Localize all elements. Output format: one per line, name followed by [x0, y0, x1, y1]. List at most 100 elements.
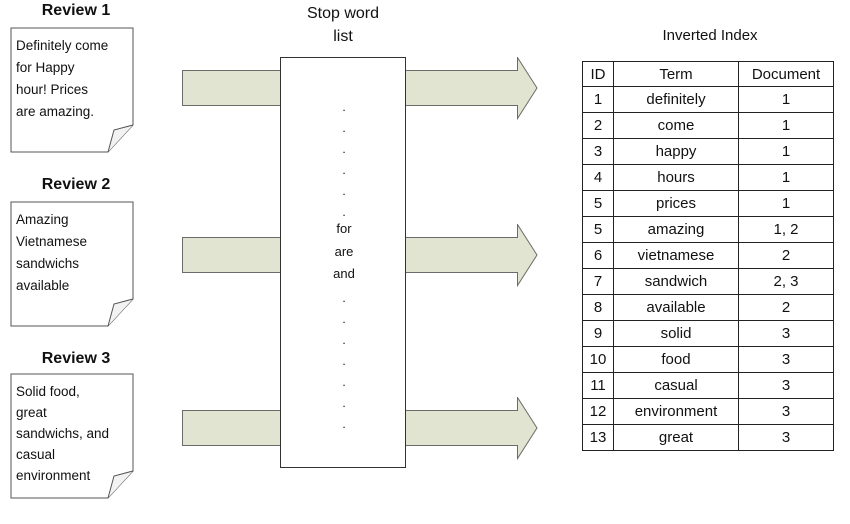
cell-term: hours: [613, 164, 739, 191]
cell-term: happy: [613, 138, 739, 165]
cell-document: 1: [738, 190, 834, 217]
cell-id: 12: [582, 398, 614, 425]
review-1-title: Review 1: [41, 2, 111, 19]
cell-id: 5: [582, 190, 614, 217]
arrow-review-1-right: [404, 57, 538, 121]
cell-id: 8: [582, 294, 614, 321]
cell-document: 1, 2: [738, 216, 834, 243]
cell-document: 1: [738, 138, 834, 165]
cell-term: great: [613, 424, 739, 451]
review-2-line-2: Vietnamese: [16, 234, 88, 249]
header-term: Term: [613, 61, 739, 87]
review-2-line-1: Amazing: [16, 212, 69, 227]
cell-term: available: [613, 294, 739, 321]
review-3-title: Review 3: [41, 350, 111, 367]
stopword-title-line-1: Stop word: [306, 5, 380, 22]
review-2-text: Amazing Vietnamese sandwichs available: [16, 209, 130, 297]
cell-id: 2: [582, 112, 614, 139]
cell-term: sandwich: [613, 268, 739, 295]
cell-id: 3: [582, 138, 614, 165]
cell-term: prices: [613, 190, 739, 217]
arrow-review-3-right: [404, 397, 538, 461]
header-document: Document: [738, 61, 834, 87]
cell-term: food: [613, 346, 739, 373]
cell-term: vietnamese: [613, 242, 739, 269]
review-3-line-4: casual: [16, 447, 56, 462]
cell-document: 3: [738, 398, 834, 425]
review-2-document: Amazing Vietnamese sandwichs available: [10, 201, 134, 343]
stopword-for: for: [336, 221, 352, 236]
ellipsis-dot: .: [342, 100, 346, 114]
review-2-line-4: available: [16, 278, 70, 293]
review-1-line-2: for Happy: [16, 60, 75, 75]
review-3-line-2: great: [16, 405, 47, 420]
cell-id: 5: [582, 216, 614, 243]
header-id: ID: [582, 61, 614, 87]
cell-document: 3: [738, 424, 834, 451]
cell-document: 2: [738, 294, 834, 321]
inverted-index-title: Inverted Index: [662, 27, 758, 44]
ellipsis-dot: .: [342, 121, 346, 135]
arrow-review-2-left: [182, 237, 282, 273]
review-3-page-shape: [10, 373, 134, 499]
review-2-line-3: sandwichs: [16, 256, 80, 271]
arrow-review-1-left: [182, 70, 282, 106]
ellipsis-dot: .: [342, 312, 346, 326]
review-1-page-shape: [10, 27, 134, 153]
cell-term: come: [613, 112, 739, 139]
cell-term: environment: [613, 398, 739, 425]
cell-id: 10: [582, 346, 614, 373]
ellipsis-dot: .: [342, 333, 346, 347]
cell-document: 3: [738, 372, 834, 399]
stopword-title: Stop word list: [280, 2, 406, 48]
ellipsis-dot: .: [342, 291, 346, 305]
ellipsis-dot: .: [342, 396, 346, 410]
ellipsis-dot: .: [342, 184, 346, 198]
table-header-row: ID Term Document: [582, 61, 834, 87]
review-3-text: Solid food, great sandwichs, and casual …: [16, 381, 130, 486]
review-1-line-1: Definitely come: [16, 38, 109, 53]
ellipsis-dot: .: [342, 163, 346, 177]
review-2-page-shape: [10, 201, 134, 327]
stopword-and: and: [333, 266, 355, 281]
cell-document: 1: [738, 164, 834, 191]
ellipsis-dot: .: [342, 375, 346, 389]
review-1-line-3: hour! Prices: [16, 82, 89, 97]
cell-id: 11: [582, 372, 614, 399]
cell-id: 1: [582, 86, 614, 113]
cell-document: 1: [738, 86, 834, 113]
ellipsis-dot: .: [342, 417, 346, 431]
review-1-text: Definitely come for Happy hour! Prices a…: [16, 35, 130, 123]
cell-id: 4: [582, 164, 614, 191]
review-3-line-5: environment: [16, 468, 91, 483]
stopword-title-line-2: list: [333, 28, 353, 45]
cell-id: 13: [582, 424, 614, 451]
arrow-review-3-left: [182, 410, 282, 446]
arrow-review-2-right: [404, 224, 538, 288]
cell-id: 7: [582, 268, 614, 295]
cell-id: 6: [582, 242, 614, 269]
cell-term: definitely: [613, 86, 739, 113]
cell-document: 2: [738, 242, 834, 269]
review-3-line-1: Solid food,: [16, 384, 80, 399]
cell-document: 2, 3: [738, 268, 834, 295]
stopword-list-box: . . . . . . for are and . . . . . . .: [280, 57, 406, 468]
review-1-line-4: are amazing.: [16, 104, 95, 119]
review-2-title: Review 2: [41, 176, 111, 193]
review-1-document: Definitely come for Happy hour! Prices a…: [10, 27, 134, 169]
ellipsis-dot: .: [342, 354, 346, 368]
stopword-are: are: [334, 244, 354, 259]
ellipsis-dot: .: [342, 142, 346, 156]
